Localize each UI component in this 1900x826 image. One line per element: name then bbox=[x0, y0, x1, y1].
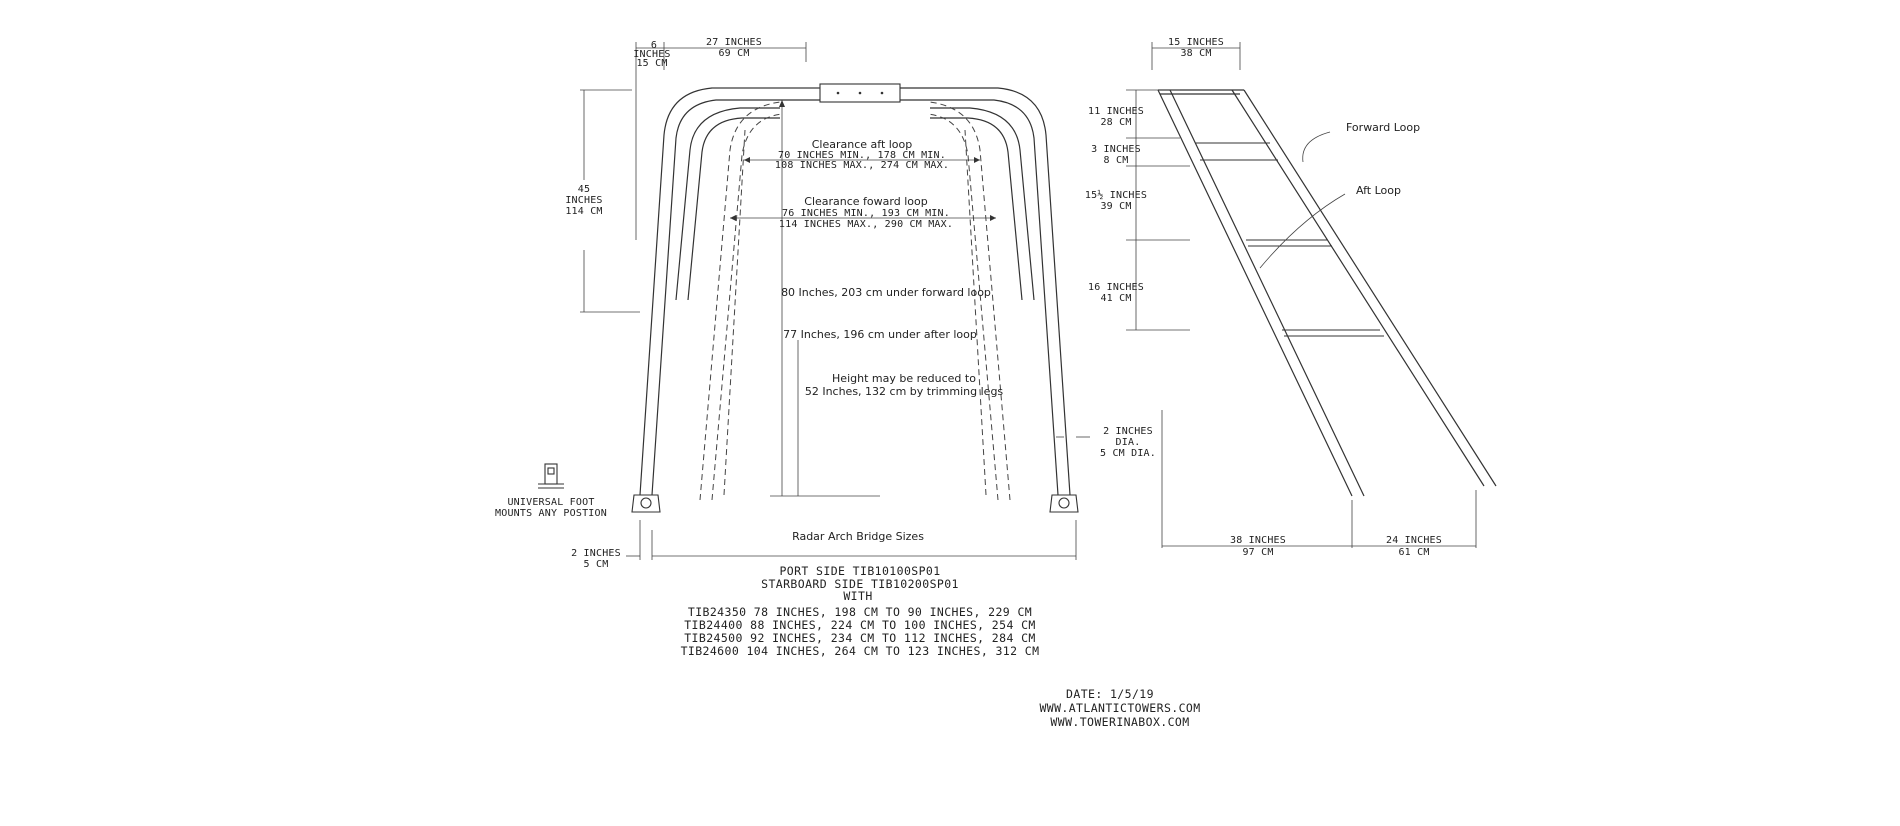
side-top-width: 15 INCHES bbox=[1168, 37, 1224, 48]
under-after-note: 77 Inches, 196 cm under after loop bbox=[783, 328, 977, 341]
with-label: WITH bbox=[843, 589, 872, 603]
clearance-aft-max: 108 INCHES MAX., 274 CM MAX. bbox=[775, 160, 949, 171]
segment-2-label: 3 INCHES bbox=[1091, 144, 1141, 155]
tube-dia-label: 2 INCHES bbox=[1103, 426, 1153, 437]
arch-labels: 6 INCHES 15 CM 27 INCHES 69 CM 45 INCHES… bbox=[495, 37, 1156, 570]
clearance-aft-min: 70 INCHES MIN., 178 CM MIN. bbox=[778, 150, 946, 161]
height-reduce-note-1: Height may be reduced to bbox=[832, 372, 976, 385]
height-label: 45 bbox=[578, 184, 590, 195]
universal-foot-icon bbox=[538, 463, 564, 489]
foot-width-cm: 5 CM bbox=[584, 559, 609, 570]
bridge-option: TIB24500 92 INCHES, 234 CM TO 112 INCHES… bbox=[684, 631, 1036, 645]
bridge-option: TIB24600 104 INCHES, 264 CM TO 123 INCHE… bbox=[681, 644, 1040, 658]
starboard-side-part: STARBOARD SIDE TIB10200SP01 bbox=[761, 577, 959, 591]
arch-front-view bbox=[538, 83, 1079, 513]
arch-dimension-lines bbox=[580, 42, 1090, 560]
forward-loop-label: Forward Loop bbox=[1346, 121, 1420, 134]
side-top-width-cm: 38 CM bbox=[1180, 48, 1211, 59]
segment-3-label: 15½ INCHES bbox=[1085, 189, 1147, 201]
top-width-label: 27 INCHES bbox=[706, 37, 762, 48]
base-left-cm: 97 CM bbox=[1242, 547, 1273, 558]
top-width-cm: 69 CM bbox=[718, 48, 749, 59]
side-view bbox=[1126, 42, 1497, 548]
universal-foot-label: UNIVERSAL FOOT bbox=[507, 497, 594, 508]
base-right-cm: 61 CM bbox=[1398, 547, 1429, 558]
tube-dia-cm: 5 CM DIA. bbox=[1100, 448, 1156, 459]
tube-dia-unit: DIA. bbox=[1116, 437, 1141, 448]
base-left-label: 38 INCHES bbox=[1230, 535, 1286, 546]
top-offset-label: 6 bbox=[651, 40, 657, 51]
bridge-option: TIB24350 78 INCHES, 198 CM TO 90 INCHES,… bbox=[688, 605, 1032, 619]
parts-list: PORT SIDE TIB10100SP01 STARBOARD SIDE TI… bbox=[681, 564, 1040, 658]
clearance-forward-title: Clearance foward loop bbox=[804, 195, 927, 208]
top-offset-cm: 15 CM bbox=[636, 58, 667, 69]
base-right-label: 24 INCHES bbox=[1386, 535, 1442, 546]
under-forward-note: 80 Inches, 203 cm under forward loop bbox=[781, 286, 991, 299]
clearance-aft-title: Clearance aft loop bbox=[812, 138, 913, 151]
height-unit: INCHES bbox=[565, 195, 602, 206]
segment-1-cm: 28 CM bbox=[1100, 117, 1131, 128]
height-cm: 114 CM bbox=[565, 206, 602, 217]
clearance-forward-max: 114 INCHES MAX., 290 CM MAX. bbox=[779, 219, 953, 230]
segment-4-cm: 41 CM bbox=[1100, 293, 1131, 304]
bridge-option: TIB24400 88 INCHES, 224 CM TO 100 INCHES… bbox=[684, 618, 1036, 632]
segment-1-label: 11 INCHES bbox=[1088, 106, 1144, 117]
clearance-forward-min: 76 INCHES MIN., 193 CM MIN. bbox=[782, 208, 950, 219]
port-side-part: PORT SIDE TIB10100SP01 bbox=[779, 564, 940, 578]
height-reduce-note-2: 52 Inches, 132 cm by trimming legs bbox=[805, 385, 1004, 398]
url-towerinabox: WWW.TOWERINABOX.COM bbox=[1050, 715, 1189, 729]
top-offset-unit: INCHES bbox=[633, 49, 670, 60]
side-view-labels: 15 INCHES 38 CM 11 INCHES 28 CM 3 INCHES… bbox=[1085, 37, 1442, 558]
segment-3-cm: 39 CM bbox=[1100, 201, 1131, 212]
date-label: DATE: 1/5/19 bbox=[1066, 687, 1154, 701]
url-atlantictowers: WWW.ATLANTICTOWERS.COM bbox=[1039, 701, 1200, 715]
bridge-sizes-title: Radar Arch Bridge Sizes bbox=[792, 530, 924, 543]
segment-2-cm: 8 CM bbox=[1104, 155, 1129, 166]
segment-4-label: 16 INCHES bbox=[1088, 282, 1144, 293]
foot-width-label: 2 INCHES bbox=[571, 548, 621, 559]
aft-loop-label: Aft Loop bbox=[1356, 184, 1401, 197]
universal-foot-sub: MOUNTS ANY POSTION bbox=[495, 508, 607, 519]
footer: DATE: 1/5/19 WWW.ATLANTICTOWERS.COM WWW.… bbox=[1039, 687, 1200, 729]
